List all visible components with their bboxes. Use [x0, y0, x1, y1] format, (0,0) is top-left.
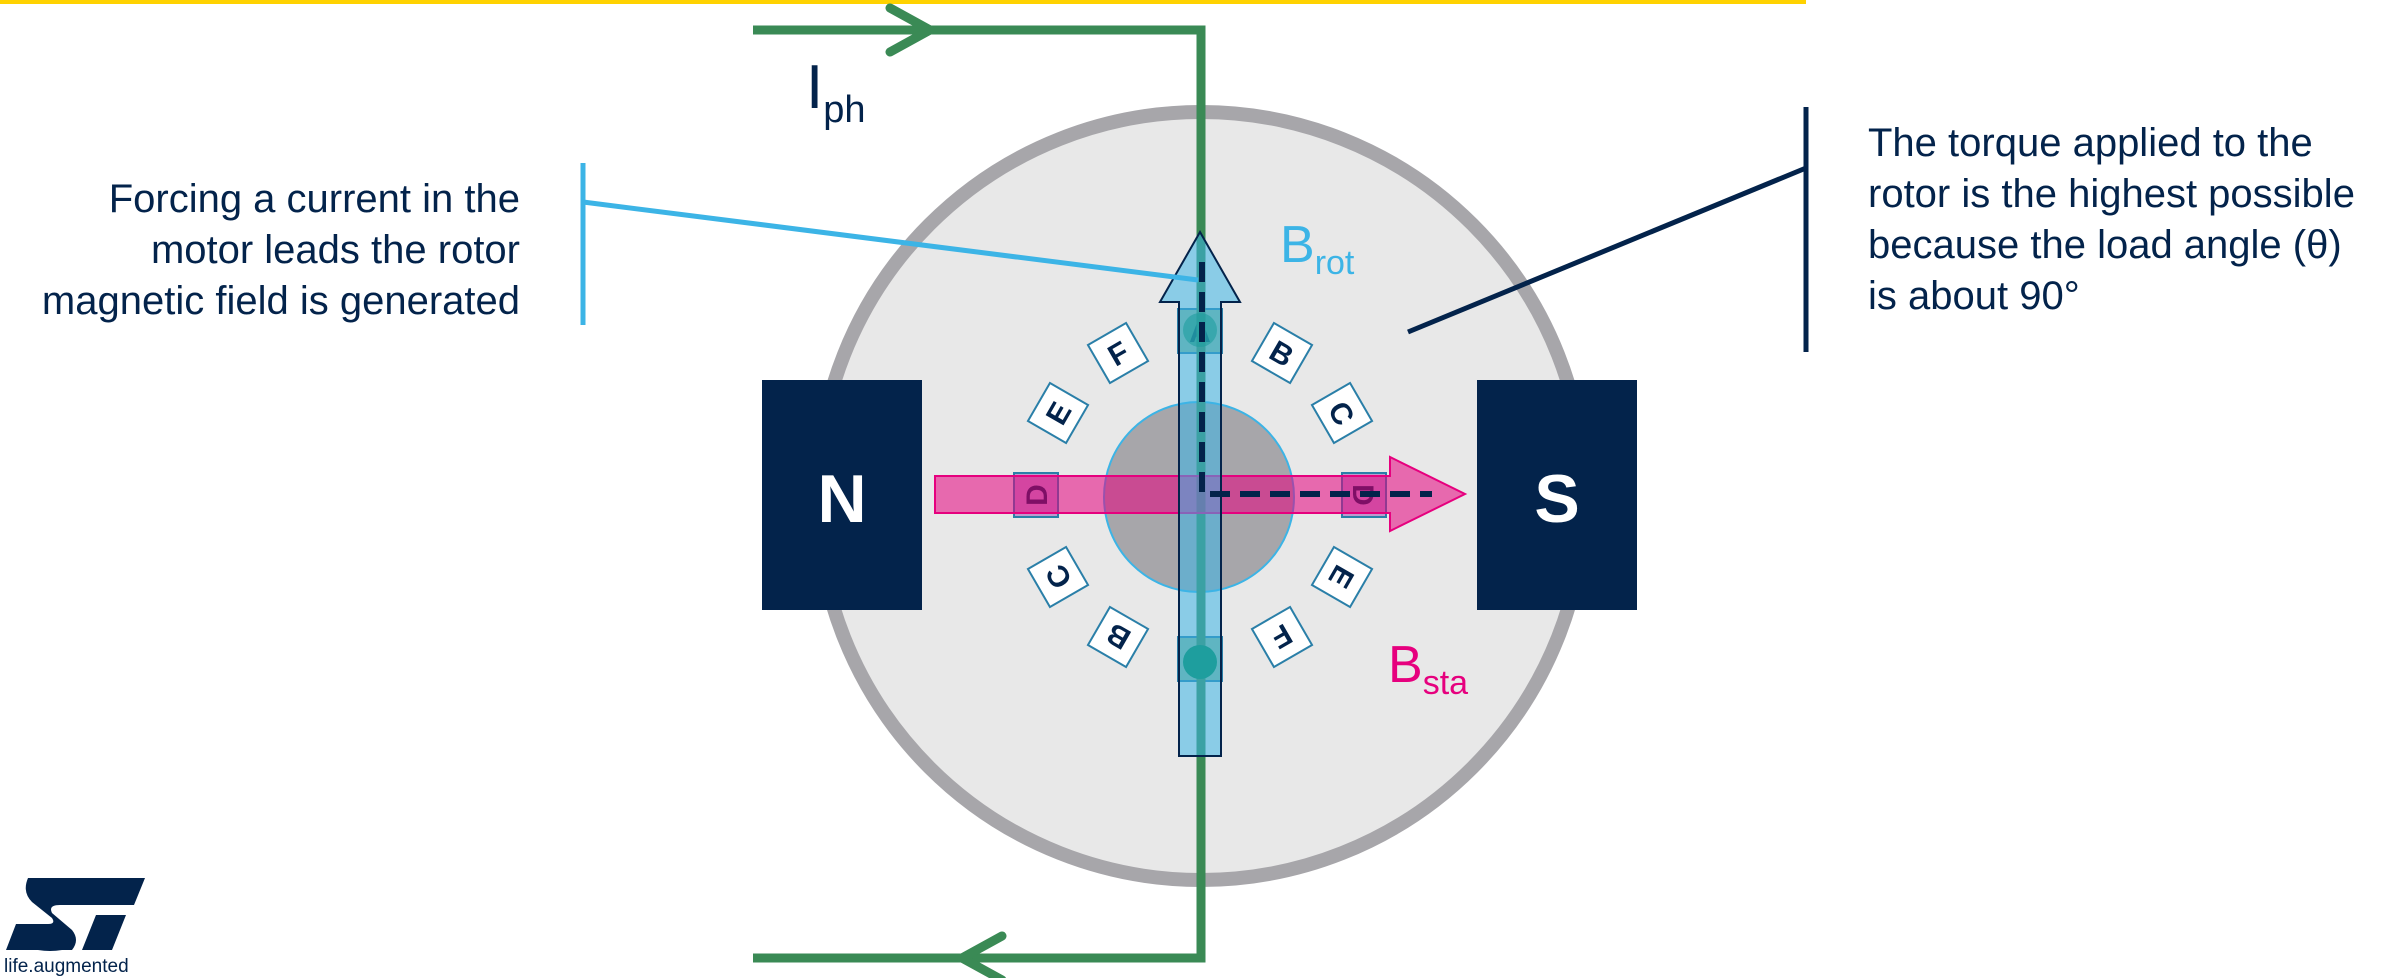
coil-b: B — [1086, 605, 1150, 669]
coil-c: C — [1310, 381, 1374, 445]
south-label: S — [1534, 461, 1579, 537]
coil-f: F — [1086, 321, 1150, 385]
north-label: N — [817, 461, 866, 537]
rotor-field-label: Brot — [1280, 216, 1355, 282]
coil-b: B — [1250, 321, 1314, 385]
rotor-field-arrow — [1158, 229, 1242, 757]
current-arrow-bottom — [957, 931, 1007, 978]
south-magnet — [1477, 380, 1637, 610]
logo-tagline: life.augmented — [4, 956, 129, 977]
current-arrow-top — [885, 3, 935, 57]
coil-e: E — [1026, 381, 1090, 445]
coil-e: E — [1310, 545, 1374, 609]
current-in-dot — [1183, 645, 1217, 679]
coil-f: F — [1250, 605, 1314, 669]
st-logo-icon — [6, 878, 145, 951]
left-callout-line — [582, 199, 1199, 283]
accent-bar — [0, 0, 1806, 4]
north-magnet — [762, 380, 922, 610]
coil-c: C — [1026, 545, 1090, 609]
current-label: Iph — [806, 53, 866, 131]
stator-field-label: Bsta — [1388, 636, 1468, 702]
load-angle-lines — [1199, 262, 1432, 497]
left-annotation: Forcing a current in the motor leads the… — [41, 177, 520, 323]
right-callout-line — [1407, 165, 1807, 335]
right-annotation: The torque applied to the rotor is the h… — [1868, 121, 2355, 318]
